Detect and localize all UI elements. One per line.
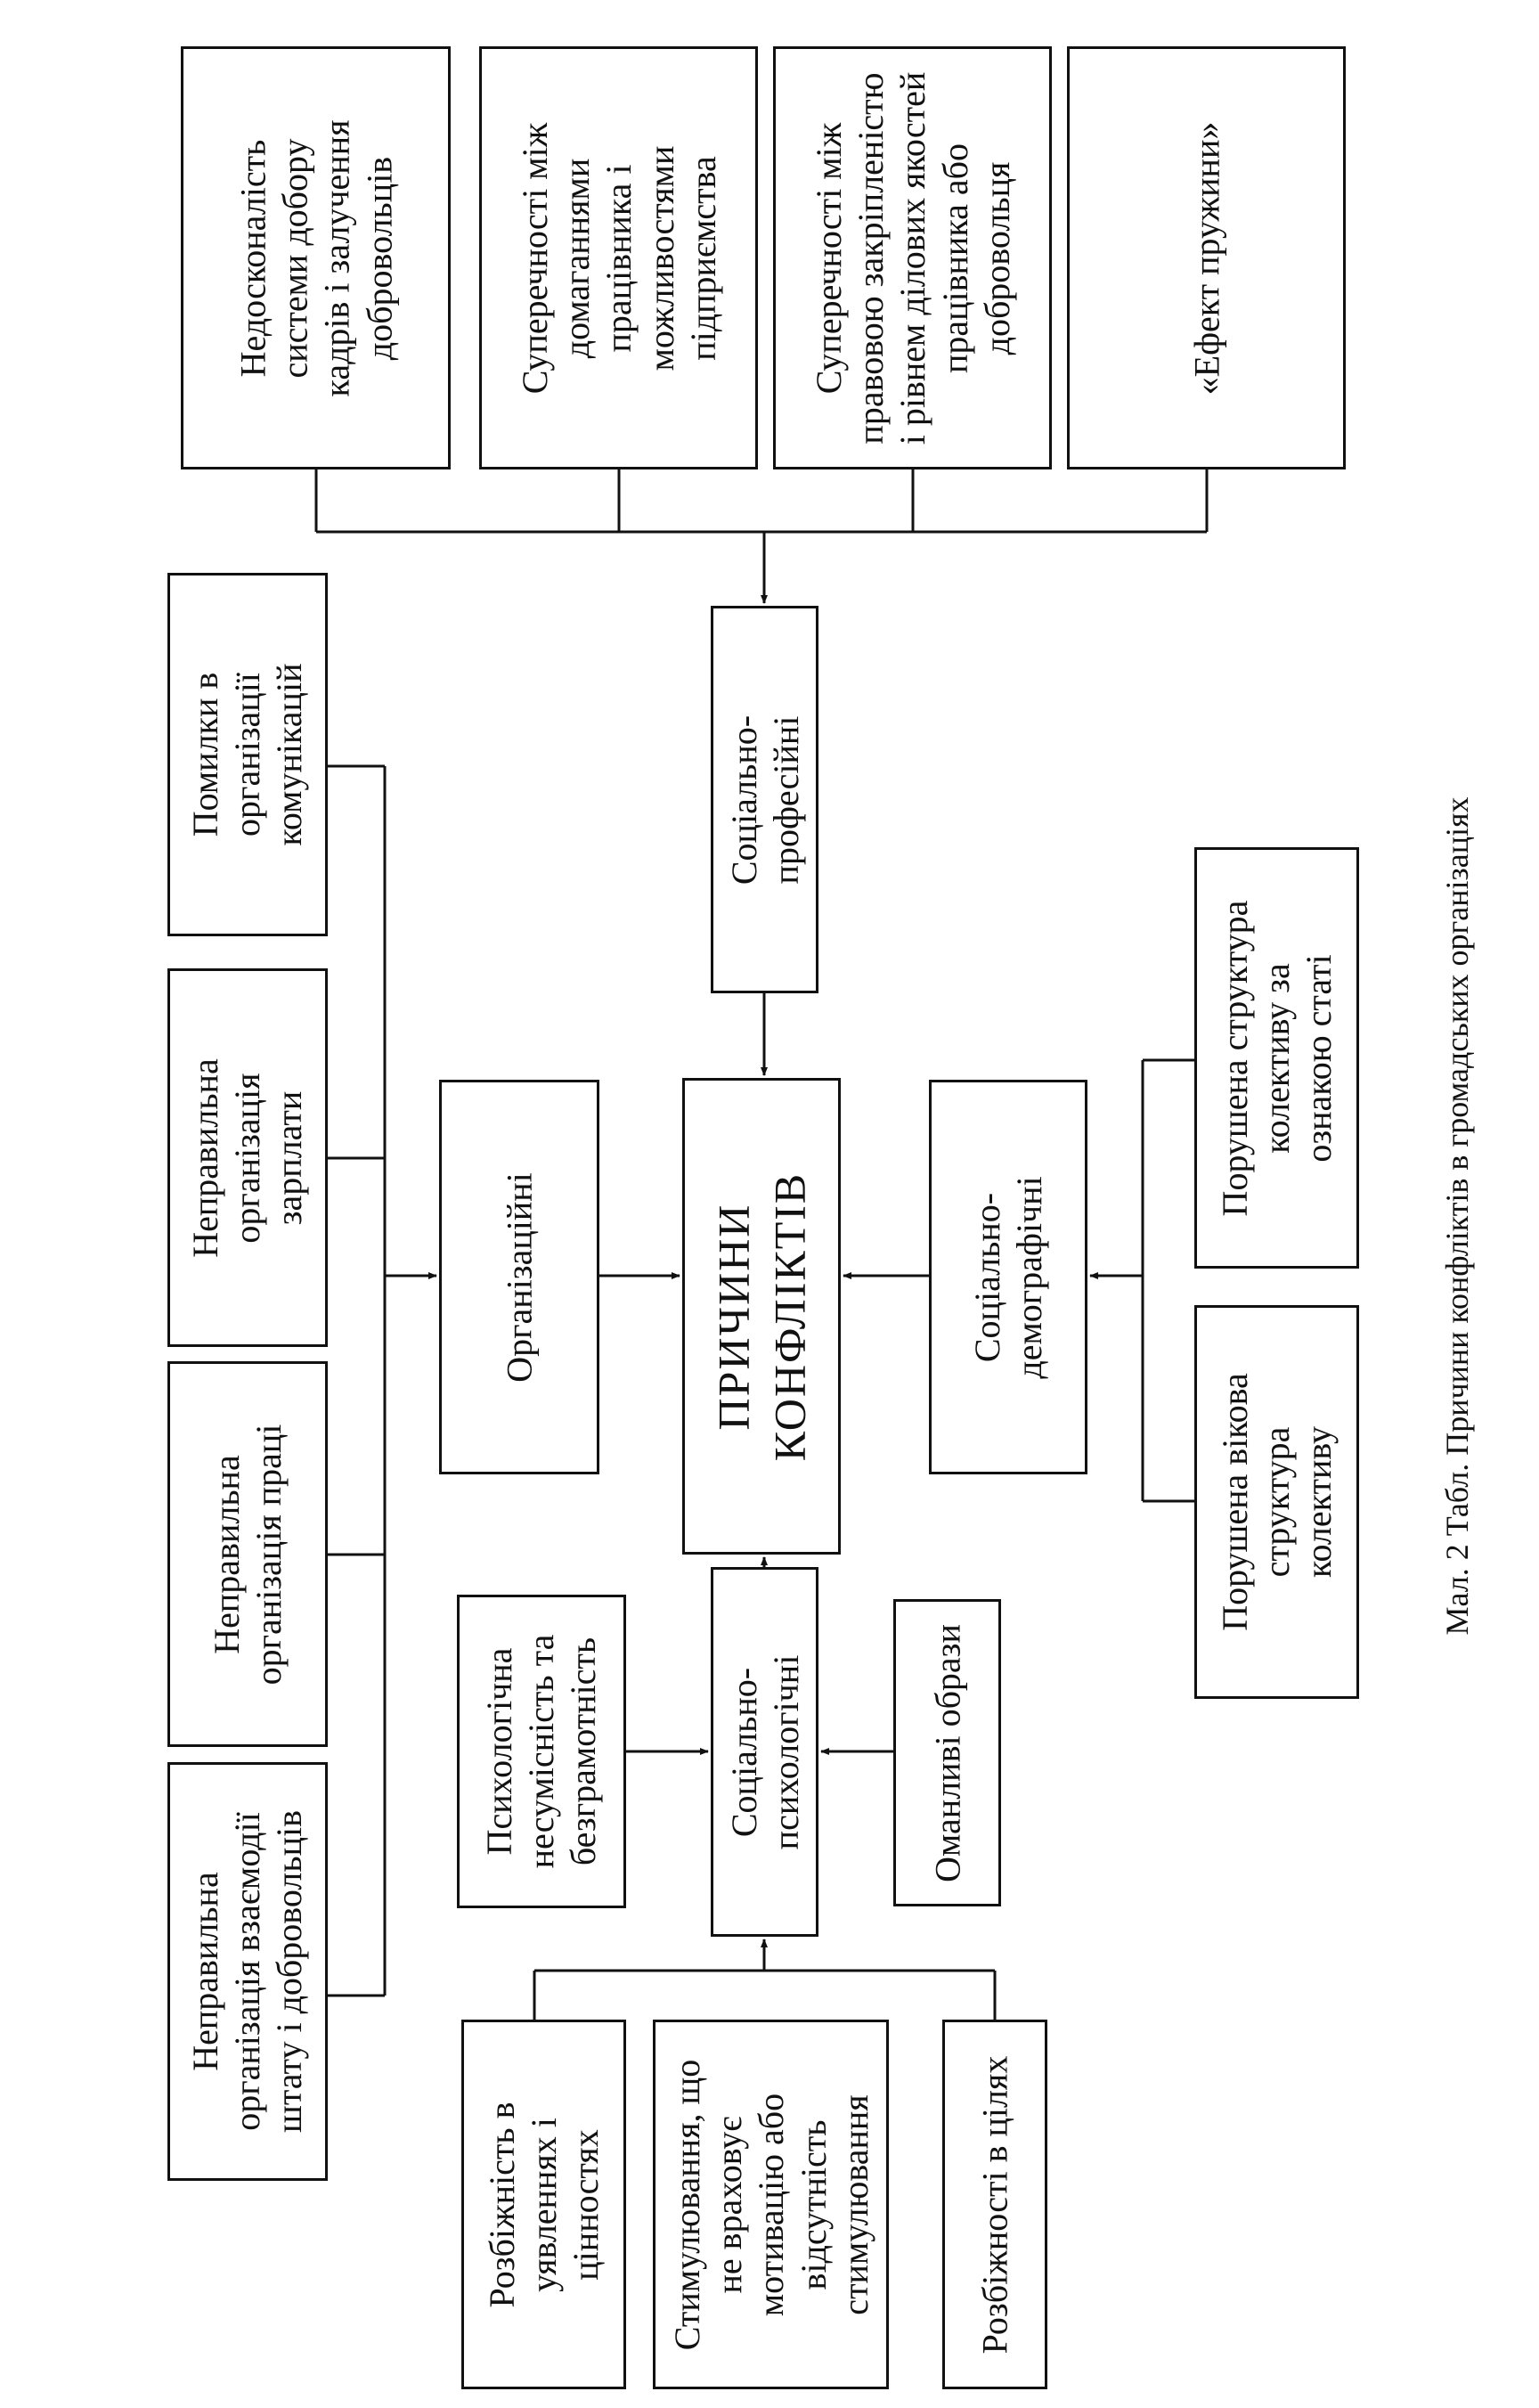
cause-age-structure-line: Порушена вікова <box>1214 1373 1255 1631</box>
category-social-professional-line: професійні <box>765 715 806 884</box>
cause-communication-errors-line: комунікацій <box>269 663 310 846</box>
cause-goals-divergence: Розбіжності в цілях <box>942 2020 1047 2389</box>
cause-salary-organization-line: організація <box>227 1072 268 1244</box>
cause-stimulation-line: стимулювання <box>835 2094 875 2315</box>
cause-staff-interaction-line: Неправильна <box>185 1872 226 2071</box>
cause-salary-organization-line: зарплати <box>269 1090 310 1225</box>
category-social-demographic-text: Соціально-демографічні <box>966 1176 1050 1378</box>
cause-stimulation-line: Стимулювання, що <box>666 2059 707 2350</box>
cause-psych-incompatibility-line: безграмотність <box>563 1637 604 1866</box>
center-box-conflict-causes-line: ПРИЧИНИ <box>708 1203 759 1430</box>
figure-caption: Мал. 2 Табл. Причини конфліктів в громад… <box>1439 796 1475 1636</box>
cause-stimulation-line: не враховує <box>708 2116 749 2293</box>
category-social-professional-line: Соціально- <box>723 714 764 885</box>
cause-communication-errors-line: Помилки в <box>185 672 226 837</box>
cause-salary-organization-line: Неправильна <box>185 1057 226 1258</box>
cause-expectations-vs-capabilities-line: домаганнями <box>556 158 597 358</box>
cause-work-organization-line: Неправильна <box>206 1454 247 1654</box>
category-social-demographic-line: Соціально- <box>966 1192 1007 1362</box>
cause-gender-structure-line: колективу за <box>1256 962 1297 1154</box>
category-social-psychological-line: психологічні <box>765 1654 806 1849</box>
cause-recruitment-line: кадрів і залучення <box>316 119 357 396</box>
cause-values-divergence-line: Розбіжність в <box>481 2101 522 2308</box>
cause-spring-effect-line: «Ефект пружини» <box>1185 121 1226 395</box>
cause-staff-interaction-line: організація взаємодії <box>227 1812 268 2131</box>
cause-values-divergence-line: уявленнях і <box>523 2117 564 2292</box>
cause-false-images: Оманливі образи <box>893 1599 1001 1906</box>
cause-recruitment-line: Недосконалість <box>232 139 273 377</box>
cause-gender-structure-line: ознакою статі <box>1299 953 1340 1163</box>
cause-psych-incompatibility-line: Психологічна <box>479 1647 520 1856</box>
cause-legal-vs-qualities-line: правовою закріпленістю <box>850 71 891 445</box>
cause-values-divergence-line: цінностях <box>566 2128 607 2281</box>
cause-stimulation-line: відсутність <box>793 2118 834 2290</box>
cause-recruitment-line: системи добору <box>274 137 315 379</box>
category-organizational-line: Організаційні <box>499 1171 540 1383</box>
center-box-conflict-causes-line: КОНФЛІКТІВ <box>764 1171 814 1461</box>
cause-expectations-vs-capabilities-line: працівника і <box>598 163 639 353</box>
category-organizational: Організаційні <box>439 1080 599 1474</box>
cause-staff-interaction-line: штату і добровольців <box>269 1810 310 2133</box>
cause-stimulation-line: мотивацію або <box>750 2093 791 2316</box>
cause-legal-vs-qualities-line: Суперечності між <box>808 122 849 394</box>
cause-expectations-vs-capabilities-line: можливостями <box>640 145 681 371</box>
cause-gender-structure-line: Порушена структура <box>1214 900 1255 1216</box>
cause-age-structure-line: структура <box>1256 1426 1297 1578</box>
category-social-psychological: Соціально-психологічні <box>711 1567 818 1937</box>
cause-legal-vs-qualities-line: працівника або <box>934 143 975 373</box>
cause-expectations-vs-capabilities-line: Суперечності між <box>514 122 555 394</box>
cause-work-organization-line: організація праці <box>248 1424 289 1685</box>
cause-goals-divergence-text: Розбіжності в цілях <box>973 2055 1015 2354</box>
cause-legal-vs-qualities-line: добровольця <box>976 161 1017 355</box>
category-social-professional: Соціально-професійні <box>711 606 818 993</box>
cause-psych-incompatibility-line: несумісність та <box>521 1634 562 1869</box>
cause-expectations-vs-capabilities-line: підприємства <box>682 155 723 361</box>
category-social-psychological-text: Соціально-психологічні <box>722 1654 806 1849</box>
category-organizational-text: Організаційні <box>498 1172 540 1383</box>
cause-goals-divergence-line: Розбіжності в цілях <box>974 2055 1015 2354</box>
category-social-demographic: Соціально-демографічні <box>929 1080 1087 1474</box>
cause-false-images-line: Оманливі образи <box>926 1623 967 1882</box>
category-social-demographic-line: демографічні <box>1009 1175 1049 1379</box>
category-social-professional-text: Соціально-професійні <box>722 714 806 884</box>
category-social-psychological-line: Соціально- <box>723 1667 764 1837</box>
cause-spring-effect: «Ефект пружини» <box>1067 46 1346 469</box>
cause-false-images-text: Оманливі образи <box>926 1624 968 1882</box>
cause-legal-vs-qualities-line: і рівнем ділових якостей <box>892 71 932 445</box>
cause-spring-effect-text: «Ефект пружини» <box>1185 121 1227 395</box>
cause-communication-errors-line: організації <box>227 673 268 837</box>
cause-recruitment-line: добровольців <box>358 156 399 360</box>
cause-age-structure-line: колективу <box>1299 1426 1340 1578</box>
